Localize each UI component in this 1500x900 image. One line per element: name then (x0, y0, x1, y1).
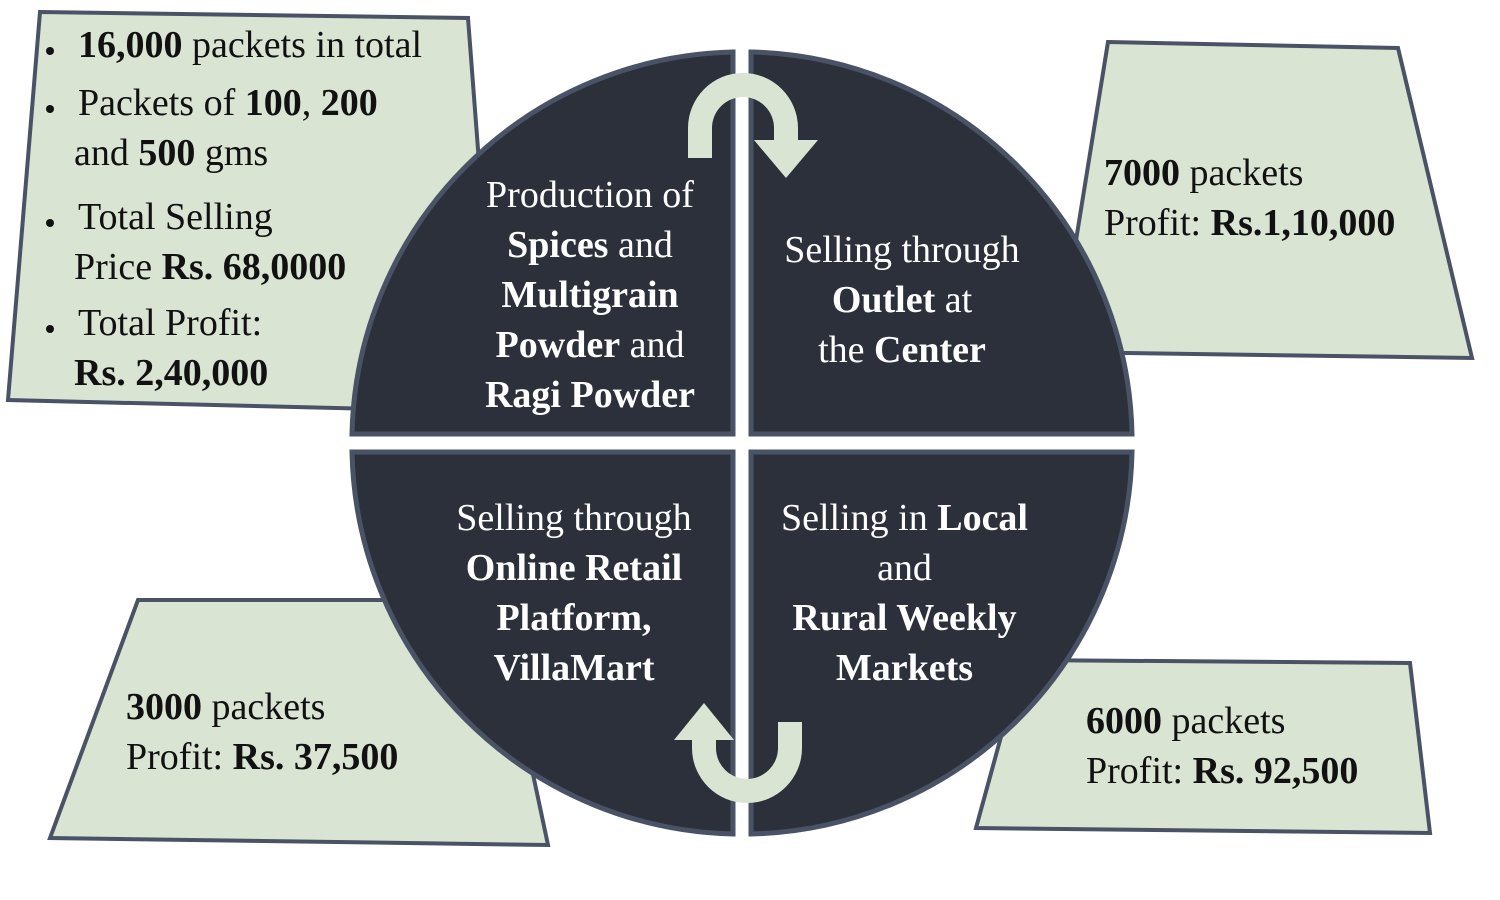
local-label: Local (937, 497, 1028, 539)
profit-label: Profit: (1104, 202, 1211, 244)
info-box-bottom-right (973, 657, 1433, 836)
quad-line: Outlet at (752, 275, 1052, 325)
quad-line: Selling in Local (752, 493, 1057, 543)
quad-text: Production of (486, 174, 694, 216)
packets-count: 7000 (1104, 152, 1180, 194)
profit-line: Profit: Rs. 92,500 (1086, 746, 1426, 796)
list-item: Total Profit: Rs. 2,40,000 (40, 298, 480, 398)
powder-label: Powder (495, 324, 621, 366)
list-item: Packets of 100, 200 and 500 gms (40, 78, 480, 192)
profit-line: Profit: Rs.1,10,000 (1104, 198, 1444, 248)
curved-arrow-bottom-icon (674, 703, 802, 803)
packets-count: 3000 (126, 686, 202, 728)
spices-label: Spices (507, 224, 609, 266)
markets-label: Markets (835, 647, 974, 689)
quad-line: Multigrain (440, 270, 740, 320)
quadrant-bottom-right-text: Selling in Local and Rural Weekly Market… (752, 493, 1057, 693)
online-retail-label: Online Retail (465, 547, 683, 589)
quad-text: Selling through (456, 497, 692, 539)
quadrant-top-left-text: Production of Spices and Multigrain Powd… (440, 170, 740, 420)
total-selling-price-label: Price (74, 246, 162, 288)
packets-line: 3000 packets (126, 682, 466, 732)
quad-text: Selling through (784, 229, 1020, 271)
profit-line: Profit: Rs. 37,500 (126, 732, 466, 782)
packet-sizes-label-2: and (74, 132, 139, 174)
quadrant-bottom-right (748, 449, 1135, 837)
quad-line: and (752, 543, 1057, 593)
rural-weekly-label: Rural Weekly (792, 597, 1017, 639)
platform-label: Platform, (496, 597, 652, 639)
total-profit-label: Total Profit: (78, 302, 263, 344)
quad-line: Ragi Powder (440, 370, 740, 420)
packet-sizes-label: Packets of (78, 82, 245, 124)
quad-line: Spices and (440, 220, 740, 270)
outlet-label: Outlet (831, 279, 936, 321)
packet-size-500: 500 (138, 132, 196, 174)
profit-value: Rs.1,10,000 (1210, 202, 1396, 244)
total-profit-value: Rs. 2,40,000 (74, 352, 269, 394)
profit-value: Rs. 37,500 (232, 736, 399, 778)
quadrant-top-left (349, 49, 736, 437)
profit-value: Rs. 92,500 (1192, 750, 1359, 792)
curved-arrow-top-icon (688, 73, 818, 178)
packets-count: 6000 (1086, 700, 1162, 742)
info-box-bottom-right-text: 6000 packets Profit: Rs. 92,500 (1086, 696, 1426, 796)
quad-line: the Center (752, 325, 1052, 375)
total-selling-price-value: Rs. 68,0000 (161, 246, 347, 288)
ragi-powder-label: Ragi Powder (484, 374, 696, 416)
center-label: Center (874, 329, 986, 371)
packets-line: 7000 packets (1104, 148, 1444, 198)
quad-line: Platform, (424, 593, 724, 643)
quad-text: and (620, 324, 685, 366)
packet-unit: gms (195, 132, 269, 174)
quadrant-top-right-text: Selling through Outlet at the Center (752, 225, 1052, 375)
quadrant-top-right (748, 49, 1135, 437)
separator: , (301, 82, 321, 124)
packets-label: packets (1162, 700, 1286, 742)
quad-line: Online Retail (424, 543, 724, 593)
quad-line: Selling through (424, 493, 724, 543)
quad-line: Selling through (752, 225, 1052, 275)
info-box-bottom-left-text: 3000 packets Profit: Rs. 37,500 (126, 682, 466, 782)
total-packets-value: 16,000 (78, 24, 183, 66)
quadrant-bottom-left (349, 449, 736, 837)
quad-line: Markets (752, 643, 1057, 693)
packet-size-200: 200 (320, 82, 378, 124)
profit-label: Profit: (126, 736, 233, 778)
info-box-top-left-text: 16,000 packets in total Packets of 100, … (40, 20, 480, 398)
profit-label: Profit: (1086, 750, 1193, 792)
quad-text: and (877, 547, 932, 589)
quad-text: at (935, 279, 973, 321)
list-item: 16,000 packets in total (40, 20, 480, 78)
total-selling-label: Total Selling (78, 196, 273, 238)
quad-text: Selling in (780, 497, 938, 539)
quad-text: the (818, 329, 875, 371)
packets-line: 6000 packets (1086, 696, 1426, 746)
quad-line: Rural Weekly (752, 593, 1057, 643)
packets-label: packets (202, 686, 326, 728)
quadrant-bottom-left-text: Selling through Online Retail Platform, … (424, 493, 724, 693)
production-facts-list: 16,000 packets in total Packets of 100, … (40, 20, 480, 398)
packet-size-100: 100 (244, 82, 302, 124)
packets-label: packets (1180, 152, 1304, 194)
total-packets-label: packets in total (182, 24, 423, 66)
quad-line: VillaMart (424, 643, 724, 693)
info-box-top-right-text: 7000 packets Profit: Rs.1,10,000 (1104, 148, 1444, 248)
quad-line: Production of (440, 170, 740, 220)
villamart-label: VillaMart (493, 647, 655, 689)
quad-line: Powder and (440, 320, 740, 370)
multigrain-label: Multigrain (501, 274, 679, 316)
quad-text: and (608, 224, 673, 266)
